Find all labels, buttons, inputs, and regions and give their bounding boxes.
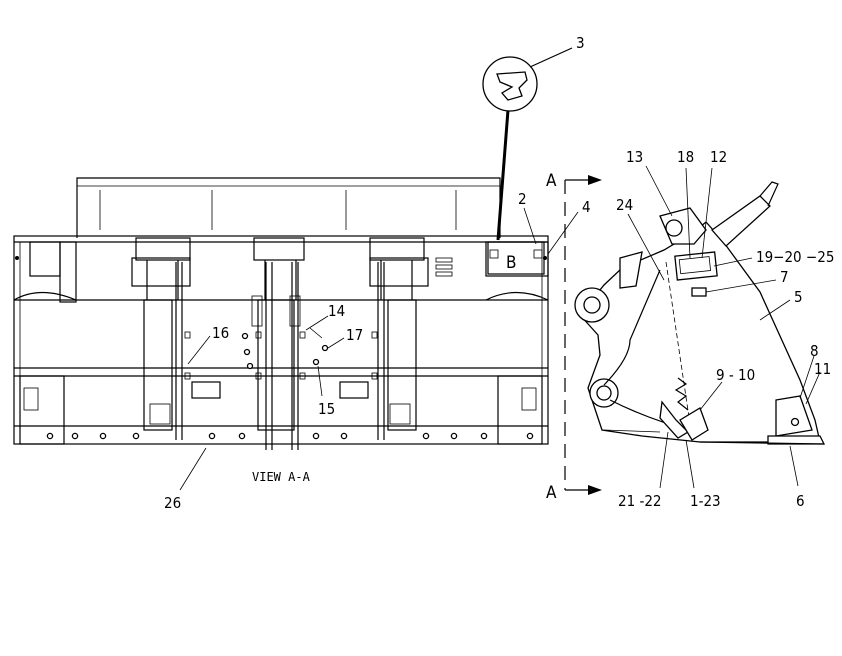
mount-bracket-center <box>251 237 305 431</box>
callout-6: 6 <box>796 492 805 510</box>
leader-lines <box>179 165 821 491</box>
detail-callout-3 <box>482 47 573 241</box>
callout-14: 14 <box>328 302 345 320</box>
detail-letter-b: B <box>506 253 517 273</box>
callout-26: 26 <box>164 494 181 512</box>
section-letter-top: A <box>546 171 557 191</box>
callout-3: 3 <box>576 34 585 52</box>
callout-17: 17 <box>346 326 363 344</box>
callout-1-23: 1-23 <box>690 492 721 510</box>
callout-19-20-25: 19−20 −25 <box>756 248 834 266</box>
callout-2: 2 <box>518 190 527 208</box>
section-letter-bottom: A <box>546 483 557 503</box>
callout-11: 11 <box>814 360 831 378</box>
view-a-a-drawing: B <box>13 177 549 450</box>
callout-24: 24 <box>616 196 633 214</box>
mount-bracket-left <box>131 237 191 431</box>
section-line-a-a: A A <box>546 171 602 503</box>
callout-16: 16 <box>212 324 229 342</box>
callout-12: 12 <box>710 148 727 166</box>
callout-4: 4 <box>582 198 591 216</box>
bolt-row <box>184 331 378 380</box>
callout-21-22: 21 -22 <box>618 492 662 510</box>
callout-7: 7 <box>780 268 789 286</box>
callout-18: 18 <box>677 148 694 166</box>
callout-15: 15 <box>318 400 335 418</box>
bottom-bolts <box>46 432 534 440</box>
callout-5: 5 <box>794 288 803 306</box>
callout-labels: 3 2 4 13 18 12 24 19−20 −25 7 5 14 16 17… <box>164 34 834 512</box>
bucket-side-view <box>574 181 826 445</box>
view-caption: VIEW A-A <box>252 470 311 484</box>
mount-bracket-right <box>369 237 453 431</box>
callout-8: 8 <box>810 342 819 360</box>
callout-9-10: 9 - 10 <box>716 366 755 384</box>
detail-b-box: B <box>487 241 545 275</box>
callout-13: 13 <box>626 148 643 166</box>
